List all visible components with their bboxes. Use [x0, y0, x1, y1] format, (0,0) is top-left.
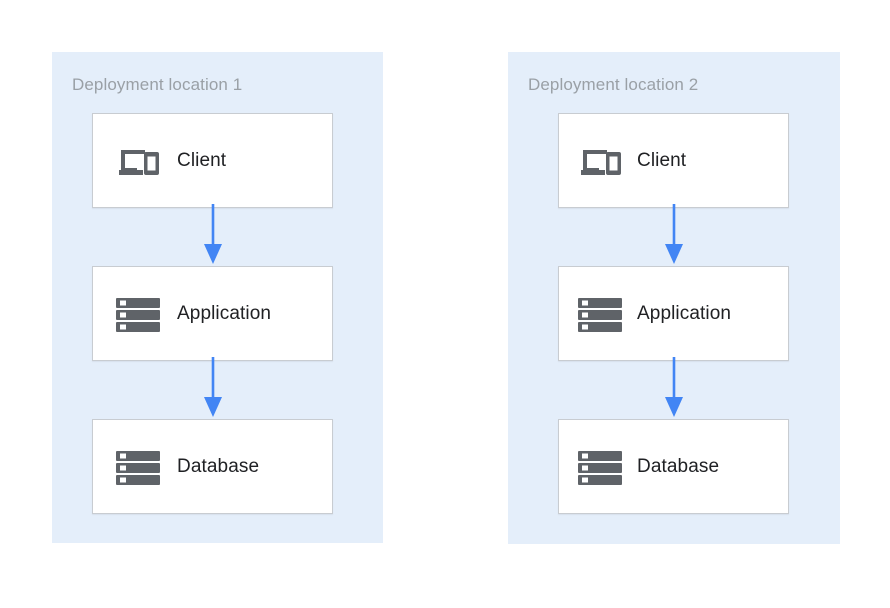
node-label-database-2: Database — [637, 456, 720, 477]
node-label-application-2: Application — [637, 303, 732, 324]
arrow-client-to-application-1 — [200, 204, 226, 266]
devices-icon — [115, 138, 161, 184]
server-icon — [577, 444, 623, 490]
node-application-2[interactable]: Application — [558, 266, 789, 361]
arrow-application-to-database-2 — [661, 357, 687, 419]
deployment-location-panel-1: Deployment location 1 Client — [52, 52, 383, 543]
devices-icon — [577, 138, 623, 184]
panel-title-1: Deployment location 1 — [72, 75, 243, 94]
deployment-location-panel-2: Deployment location 2 Client — [508, 52, 840, 544]
panel-title-2: Deployment location 2 — [528, 75, 699, 94]
node-label-client-1: Client — [177, 150, 227, 171]
server-icon — [577, 291, 623, 337]
server-icon — [115, 444, 161, 490]
server-icon — [115, 291, 161, 337]
arrow-client-to-application-2 — [661, 204, 687, 266]
node-label-application-1: Application — [177, 303, 272, 324]
node-application-1[interactable]: Application — [92, 266, 333, 361]
node-client-1[interactable]: Client — [92, 113, 333, 208]
node-client-2[interactable]: Client — [558, 113, 789, 208]
node-label-client-2: Client — [637, 150, 687, 171]
node-label-database-1: Database — [177, 456, 260, 477]
arrow-application-to-database-1 — [200, 357, 226, 419]
node-database-2[interactable]: Database — [558, 419, 789, 514]
node-database-1[interactable]: Database — [92, 419, 333, 514]
